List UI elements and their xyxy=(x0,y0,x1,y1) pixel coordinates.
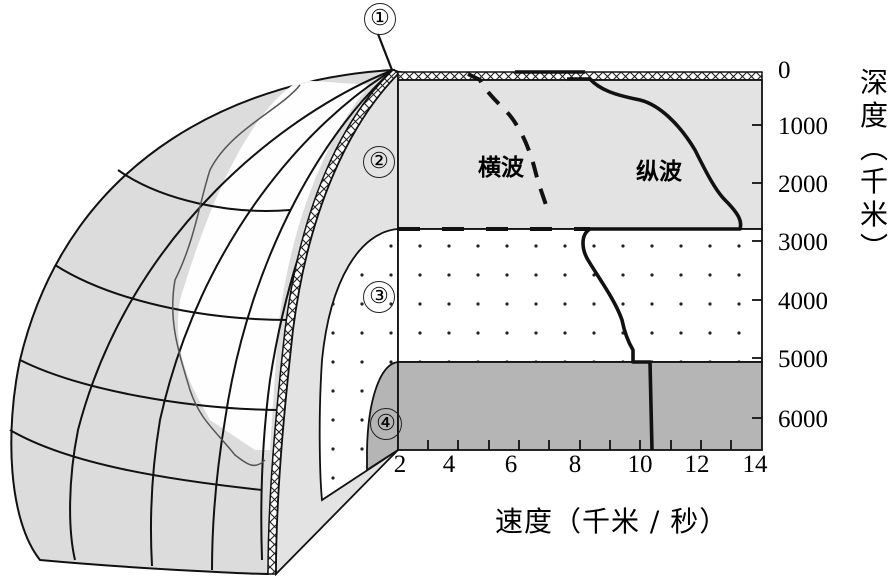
x-tick-label: 8 xyxy=(568,451,582,478)
s-wave-curve xyxy=(467,72,550,213)
x-tick-label: 12 xyxy=(684,451,710,478)
inner-core-marker: ④ xyxy=(370,408,402,440)
y-tick-label: 4000 xyxy=(778,288,828,315)
globe-exterior xyxy=(9,68,396,576)
y-axis-char: 米 xyxy=(859,198,888,231)
y-ticks xyxy=(752,124,762,419)
x-ticks xyxy=(427,440,732,450)
mantle-marker: ② xyxy=(363,146,395,178)
p-wave-curve xyxy=(515,70,743,451)
y-tick-label: 3000 xyxy=(778,229,828,256)
y-tick-label: 0 xyxy=(778,57,791,84)
x-tick-label: 10 xyxy=(627,451,653,478)
y-tick-label: 1000 xyxy=(778,113,828,140)
mantle-panel xyxy=(397,79,763,230)
y-tick-label: 5000 xyxy=(778,346,828,373)
x-tick-label: 14 xyxy=(742,451,768,478)
y-tick-label: 2000 xyxy=(778,171,828,198)
outer-core-marker: ③ xyxy=(363,281,395,313)
y-axis-title: 深 度 ︵ 千 米 ︶ xyxy=(858,66,890,264)
inner-core-panel xyxy=(397,361,763,451)
crust-marker: ① xyxy=(364,3,396,35)
p-wave-label: 纵波 xyxy=(636,158,682,185)
y-axis-char: ︵ xyxy=(859,132,888,165)
y-axis-char: 千 xyxy=(859,165,888,198)
y-axis-char: ︶ xyxy=(859,231,888,264)
x-axis-title: 速度（千米 / 秒） xyxy=(495,505,729,538)
x-tick-label: 6 xyxy=(504,451,518,478)
x-tick-label: 4 xyxy=(442,451,456,478)
x-tick-label: 2 xyxy=(393,451,407,478)
y-axis-char: 深 xyxy=(859,66,888,99)
y-tick-label: 6000 xyxy=(778,406,828,433)
s-wave-label: 横波 xyxy=(478,154,524,181)
y-axis-char: 度 xyxy=(859,99,888,132)
